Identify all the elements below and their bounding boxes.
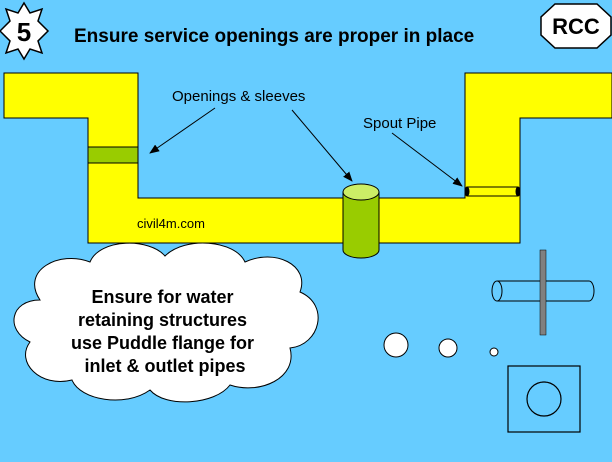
callout-line: use Puddle flange for: [71, 333, 254, 353]
spout-label: Spout Pipe: [363, 115, 436, 132]
thought-bubble-medium: [438, 338, 458, 358]
thought-bubble-small: [489, 347, 499, 357]
flange-pipe-body: [497, 280, 595, 302]
wall-sleeve: [87, 146, 139, 164]
square-flange-plate: [507, 365, 581, 433]
step-number-badge: 5: [0, 1, 50, 61]
slide-title: Ensure service openings are proper in pl…: [74, 26, 474, 47]
step-number: 5: [17, 17, 31, 47]
watermark: civil4m.com: [137, 216, 205, 231]
spout-pipe-end-left: [464, 186, 470, 197]
rcc-label: RCC: [552, 14, 600, 39]
sleeve-cylinder-body: [342, 191, 380, 259]
callout-line: inlet & outlet pipes: [84, 356, 245, 376]
flange-pipe-end: [491, 280, 503, 302]
callout-line: retaining structures: [78, 310, 247, 330]
flange-plate: [539, 249, 547, 336]
arrow-to-wall-sleeve: [149, 107, 216, 154]
star-badge-shape: [0, 1, 50, 61]
spout-pipe-body: [466, 186, 519, 197]
callout-line: Ensure for water: [91, 287, 233, 307]
octagon-badge-shape: [540, 3, 612, 49]
cloud-shape: [13, 242, 319, 403]
callout-text: Ensure for water retaining structures us…: [71, 287, 259, 376]
concrete-section: [3, 72, 612, 244]
thought-bubble-large: [383, 332, 409, 358]
puddle-flange-pipe-icon: [491, 249, 595, 336]
rcc-badge: RCC: [540, 3, 612, 49]
square-flange-hole: [526, 381, 562, 417]
square-flange-icon: [507, 365, 581, 433]
openings-label: Openings & sleeves: [172, 88, 305, 105]
spout-pipe-end-right: [515, 186, 521, 197]
callout-cloud: Ensure for water retaining structures us…: [13, 242, 319, 403]
sleeve-cylinder-top: [342, 183, 380, 201]
spout-pipe: [464, 186, 521, 197]
arrow-to-spout-pipe: [391, 132, 463, 187]
slab-sleeve-cylinder: [342, 183, 380, 259]
arrow-to-slab-sleeve: [291, 109, 353, 182]
